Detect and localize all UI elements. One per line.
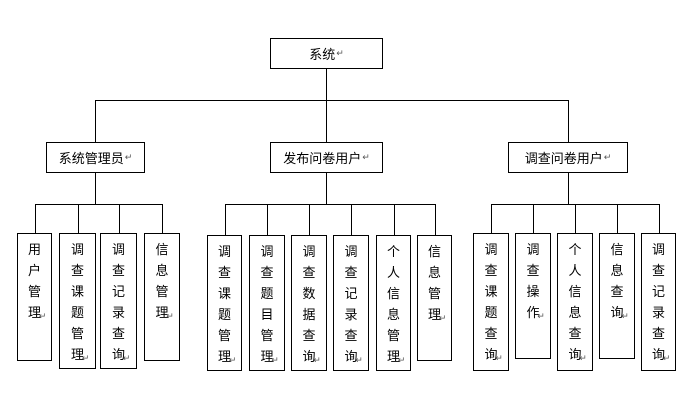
paragraph-mark-icon: ↵ [166,312,174,322]
paragraph-mark-icon: ↵ [537,312,545,322]
group-label: 系统管理员 [58,152,124,167]
group-label: 发布问卷用户 [283,152,362,167]
leaf-node: 用户管理↵ [17,233,52,361]
leaf-node: 调查数据查询↵ [291,235,327,371]
leaf-node: 个人信息管理↵ [376,235,411,371]
paragraph-mark-icon: ↵ [621,312,629,322]
leaf-label: 信息查询 [610,243,624,321]
leaf-node: 调查课题管理↵ [207,235,242,371]
paragraph-mark-icon: ↵ [355,356,363,366]
group-node-respondent: 调查问卷用户↵ [508,142,628,173]
leaf-label: 用户管理 [27,243,41,321]
leaf-label: 调查记录查询 [651,243,665,363]
leaf-node: 信息管理↵ [144,233,180,361]
paragraph-mark-icon: ↵ [362,152,370,163]
leaf-label: 调查记录查询 [111,243,125,363]
leaf-node: 调查课题管理↵ [59,233,96,369]
paragraph-mark-icon: ↵ [81,354,90,364]
paragraph-mark-icon: ↵ [228,356,237,366]
leaf-label: 个人信息查询 [568,243,582,363]
root-node: 系统↵ [270,38,383,69]
paragraph-mark-icon: ↵ [397,356,406,366]
group-node-admin: 系统管理员↵ [46,142,145,173]
leaf-label: 调查数据查询 [302,245,316,365]
paragraph-mark-icon: ↵ [336,48,344,59]
root-label: 系统 [309,48,336,63]
paragraph-mark-icon: ↵ [495,354,503,364]
leaf-label: 个人信息管理 [386,245,400,365]
leaf-node: 信息管理↵ [417,235,452,361]
leaf-node: 调查题目管理↵ [249,235,285,371]
leaf-node: 调查记录查询↵ [100,233,137,369]
leaf-label: 调查课题查询 [484,243,498,363]
leaf-node: 调查记录查询↵ [641,233,676,371]
paragraph-mark-icon: ↵ [662,354,671,364]
leaf-label: 信息管理 [427,245,441,323]
leaf-label: 调查题目管理 [260,245,274,365]
leaf-label: 信息管理 [155,243,169,321]
paragraph-mark-icon: ↵ [579,354,587,364]
leaf-label: 调查记录查询 [344,245,358,365]
group-label: 调查问卷用户 [524,152,603,167]
paragraph-mark-icon: ↵ [122,354,131,364]
leaf-node: 个人信息查询↵ [557,233,593,371]
paragraph-mark-icon: ↵ [313,356,321,366]
paragraph-mark-icon: ↵ [124,152,133,163]
leaf-node: 信息查询↵ [599,233,635,359]
leaf-node: 调查课题查询↵ [473,233,509,371]
leaf-node: 调查记录查询↵ [333,235,369,371]
paragraph-mark-icon: ↵ [38,312,47,322]
group-node-publisher: 发布问卷用户↵ [270,142,383,173]
paragraph-mark-icon: ↵ [271,356,279,366]
leaf-label: 调查操作 [526,243,540,321]
paragraph-mark-icon: ↵ [438,314,447,324]
leaf-label: 调查课题管理 [70,243,84,363]
leaf-label: 调查课题管理 [217,245,231,365]
leaf-node: 调查操作↵ [515,233,551,359]
paragraph-mark-icon: ↵ [603,152,612,163]
